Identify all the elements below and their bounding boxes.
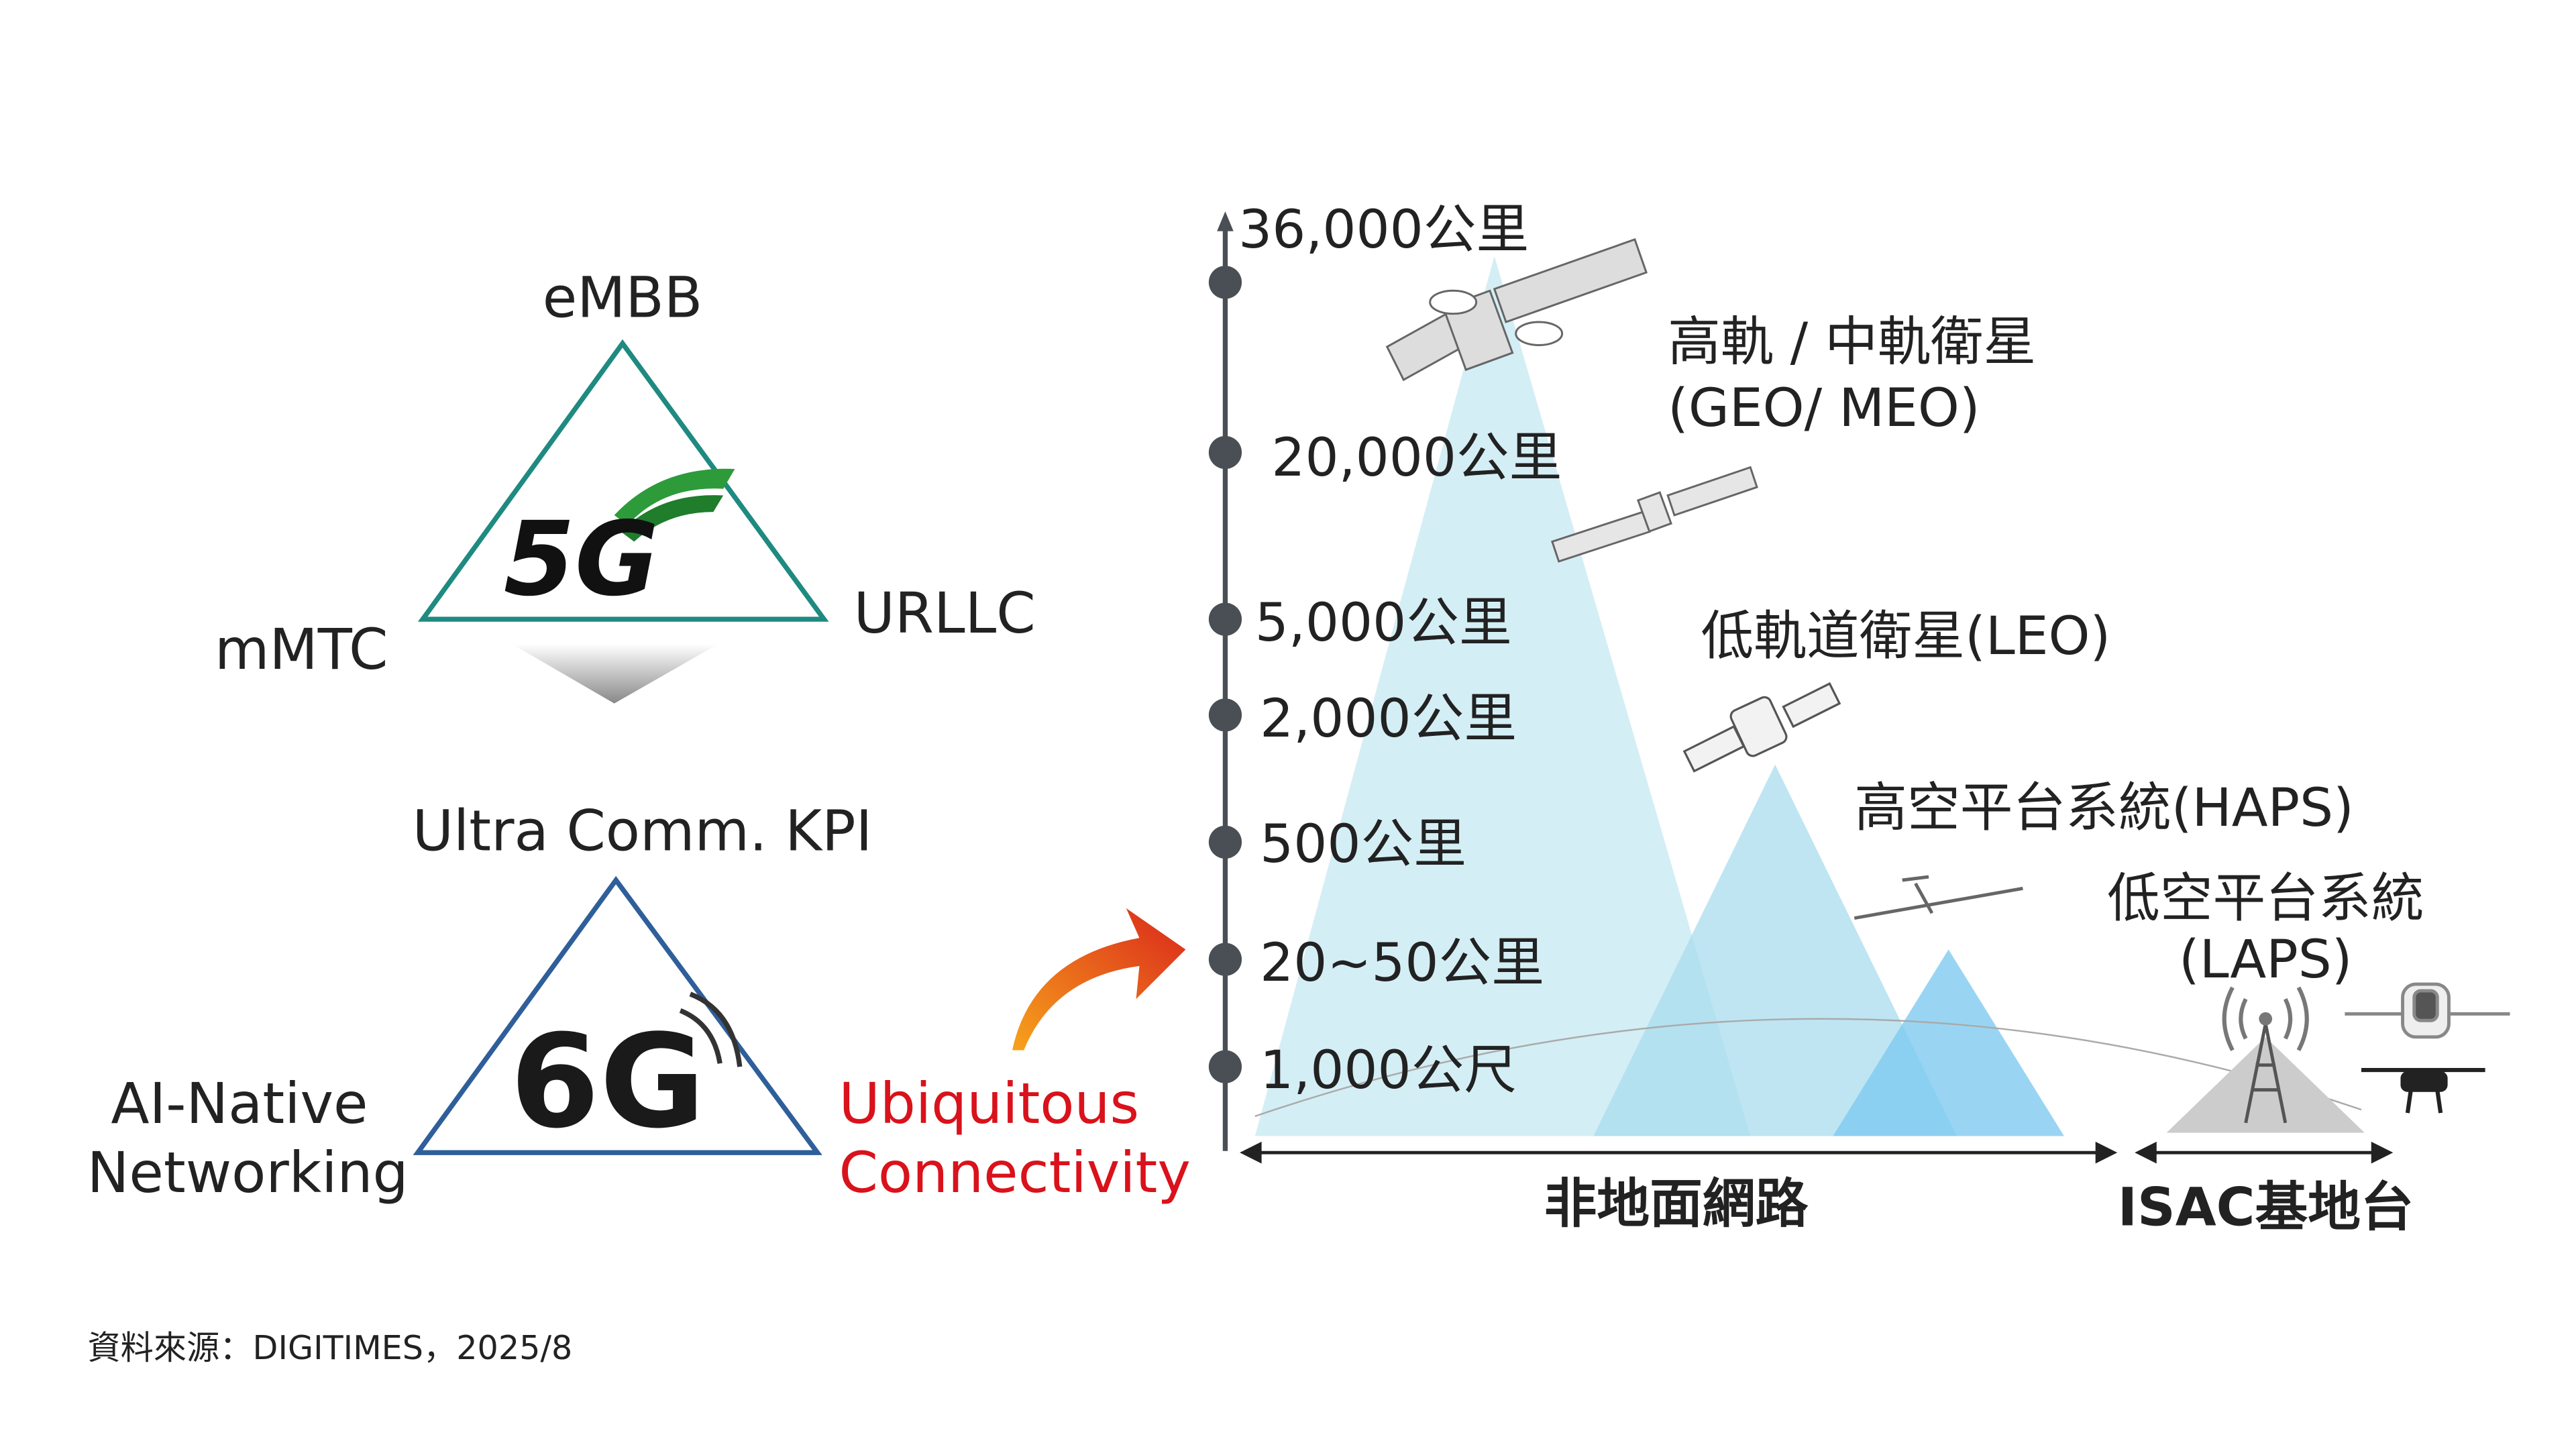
haps-aircraft-icon <box>1854 875 2023 920</box>
ubiquitous-label-2: Connectivity <box>839 1140 1190 1205</box>
svg-text:5G: 5G <box>504 499 659 619</box>
mmtc-label: mMTC <box>215 616 388 682</box>
laps-label-1: 低空平台系統 <box>2107 867 2424 929</box>
ntn-label: 非地面網路 <box>1544 1173 1809 1235</box>
embb-label: eMBB <box>543 265 703 331</box>
urllc-label: URLLC <box>854 580 1036 646</box>
ultra-kpi-label: Ultra Comm. KPI <box>413 798 873 864</box>
6g-logo-icon: 6G <box>510 991 743 1157</box>
axis-ticks <box>1208 266 1242 1083</box>
tick-label: 5,000公里 <box>1255 592 1512 653</box>
meo-satellite-icon <box>1550 466 1758 563</box>
ntn-range-arrow <box>1240 1141 2118 1164</box>
ubiquitous-label-1: Ubiquitous <box>839 1071 1139 1136</box>
curved-arrow-icon <box>1012 908 1186 1051</box>
geo-meo-label-2: (GEO/ MEO) <box>1668 377 1980 439</box>
5g-logo-icon: 5G <box>504 468 735 619</box>
tick-label: 20,000公里 <box>1271 427 1562 488</box>
leo-label: 低軌道衛星(LEO) <box>1701 605 2110 667</box>
tick-label: 20~50公里 <box>1260 932 1544 994</box>
tick-dot <box>1208 435 1242 470</box>
tick-label: 2,000公里 <box>1260 688 1517 749</box>
haps-coverage-cone <box>1833 949 2064 1136</box>
tick-dot <box>1208 1050 1242 1083</box>
6g-triangle <box>413 875 822 1155</box>
svg-text:6G: 6G <box>510 1008 705 1157</box>
haps-label: 高空平台系統(HAPS) <box>1854 777 2354 839</box>
leo-satellite-icon <box>1682 682 1841 773</box>
earth-curve <box>1254 1018 2362 1118</box>
axis-arrow-icon <box>1217 211 1234 231</box>
down-arrow-icon <box>512 644 718 704</box>
quadcopter-drone-icon <box>2361 1068 2485 1114</box>
tick-label: 500公里 <box>1260 813 1466 875</box>
isac-label: ISAC基地台 <box>2118 1176 2414 1238</box>
isac-tower-icon <box>2166 986 2365 1133</box>
leo-coverage-cone <box>1593 764 1957 1136</box>
source-note: 資料來源：DIGITIMES，2025/8 <box>87 1328 572 1367</box>
geo-satellite-icon <box>1385 238 1648 382</box>
evtol-drone-icon <box>2345 982 2510 1039</box>
tick-dot <box>1208 698 1242 732</box>
isac-range-arrow <box>2135 1141 2394 1164</box>
tick-label: 1,000公尺 <box>1260 1039 1517 1101</box>
tick-dot <box>1208 943 1242 976</box>
tick-dot <box>1208 825 1242 859</box>
tick-dot <box>1208 266 1242 299</box>
tick-dot <box>1208 602 1242 636</box>
ai-native-label-1: AI-Native <box>111 1071 368 1136</box>
laps-label-2: (LAPS) <box>2179 928 2352 990</box>
geo-meo-label-1: 高軌 / 中軌衛星 <box>1668 311 2036 373</box>
geo-coverage-cone <box>1254 256 1751 1136</box>
ai-native-label-2: Networking <box>87 1140 409 1205</box>
tick-label: 36,000公里 <box>1238 199 1529 260</box>
